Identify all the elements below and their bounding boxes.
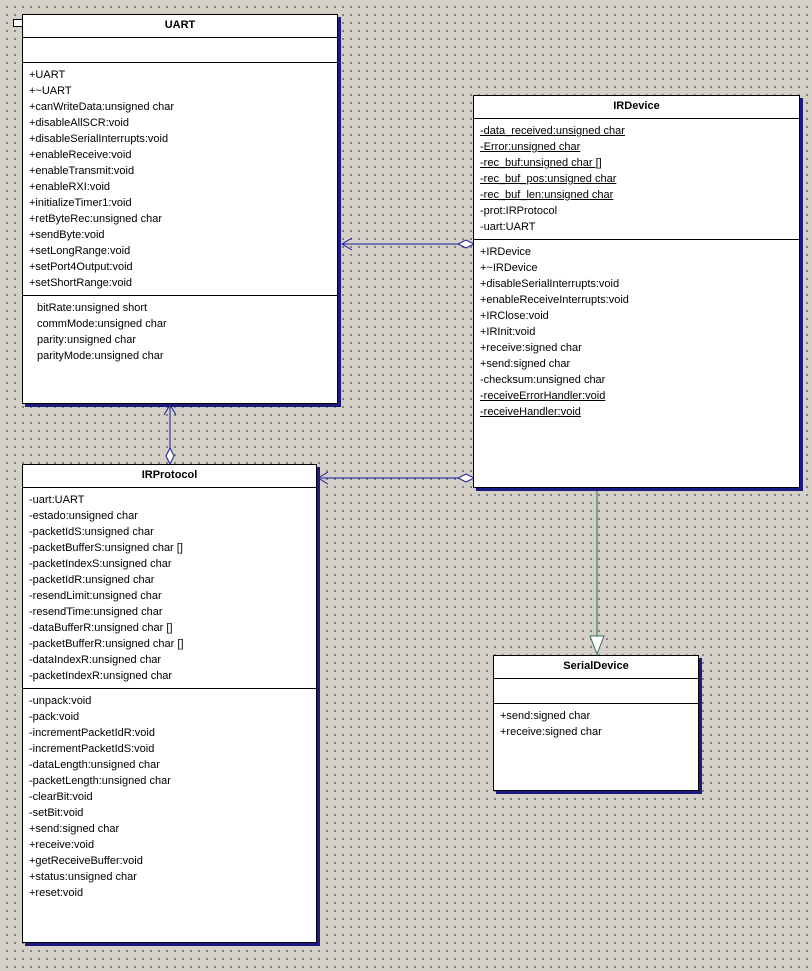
method-row: -unpack:void — [29, 695, 92, 707]
class-irprotocol[interactable]: IRProtocol -uart:UART -estado:unsigned c… — [22, 464, 317, 943]
method-row: +IRClose:void — [480, 310, 549, 322]
class-title: SerialDevice — [494, 656, 698, 679]
method-row: +setPort4Output:void — [29, 261, 133, 273]
method-row: +enableReceive:void — [29, 149, 132, 161]
method-row: -pack:void — [29, 711, 80, 723]
method-row: +send:signed char — [480, 358, 571, 370]
attribute-row: -rec_buf_pos:unsigned char — [480, 173, 617, 185]
attribute-row: -uart:UART — [29, 494, 85, 506]
method-row: +status:unsigned char — [29, 871, 137, 883]
method-row: +initializeTimer1:void — [29, 197, 132, 209]
method-row: +enableTransmit:void — [29, 165, 135, 177]
attribute-row: -uart:UART — [480, 221, 536, 233]
attribute-row: -packetBufferR:unsigned char [] — [29, 638, 184, 650]
method-row: +send:signed char — [29, 823, 120, 835]
method-row: -packetLength:unsigned char — [29, 775, 171, 787]
attribute-row: -resendTime:unsigned char — [29, 606, 163, 618]
attribute-row: -packetBufferS:unsigned char [] — [29, 542, 183, 554]
attribute-row: -rec_buf_len:unsigned char — [480, 189, 614, 201]
method-row: +receive:signed char — [500, 726, 602, 738]
attribute-row: parity:unsigned char — [37, 334, 137, 346]
attributes-compartment: -data_received:unsigned char -Error:unsi… — [474, 119, 799, 240]
method-row: +enableRXI:void — [29, 181, 111, 193]
attributes-compartment: -uart:UART -estado:unsigned char -packet… — [23, 488, 316, 689]
method-row: +sendByte:void — [29, 229, 105, 241]
methods-compartment: +UART +~UART +canWriteData:unsigned char… — [23, 63, 337, 296]
method-row: +retByteRec:unsigned char — [29, 213, 162, 225]
attribute-row: -resendLimit:unsigned char — [29, 590, 162, 602]
attribute-row: -packetIndexR:unsigned char — [29, 670, 173, 682]
method-row: +disableAllSCR:void — [29, 117, 129, 129]
method-row: +~UART — [29, 85, 72, 97]
attribute-row: -prot:IRProtocol — [480, 205, 558, 217]
attribute-row: -data_received:unsigned char — [480, 125, 625, 137]
attribute-row: -packetIdS:unsigned char — [29, 526, 154, 538]
generalization-triangle — [589, 635, 605, 656]
method-row: -clearBit:void — [29, 791, 93, 803]
method-row: +send:signed char — [500, 710, 591, 722]
package-icon — [13, 19, 23, 27]
method-row: +getReceiveBuffer:void — [29, 855, 143, 867]
class-irdevice[interactable]: IRDevice -data_received:unsigned char -E… — [473, 95, 800, 488]
attribute-row: parityMode:unsigned char — [37, 350, 164, 362]
diamond-irdevice-irprotocol — [456, 473, 476, 483]
method-row: -incrementPacketIdS:void — [29, 743, 155, 755]
diamond-irdevice-uart — [456, 239, 476, 249]
class-title: IRDevice — [474, 96, 799, 119]
method-row: -setBit:void — [29, 807, 84, 819]
class-title: UART — [23, 15, 337, 38]
empty-compartment — [23, 38, 337, 63]
attribute-row: -dataBufferR:unsigned char [] — [29, 622, 173, 634]
method-row: -receiveHandler:void — [480, 406, 581, 418]
attribute-row: commMode:unsigned char — [37, 318, 167, 330]
method-row: +setLongRange:void — [29, 245, 131, 257]
method-row: +disableSerialInterrupts:void — [480, 278, 620, 290]
method-row: +IRInit:void — [480, 326, 536, 338]
class-title: IRProtocol — [23, 465, 316, 488]
methods-compartment: +send:signed char +receive:signed char — [494, 704, 698, 744]
attribute-row: -packetIndexS:unsigned char — [29, 558, 172, 570]
class-uart[interactable]: UART +UART +~UART +canWriteData:unsigned… — [13, 14, 338, 404]
method-row: +IRDevice — [480, 246, 532, 258]
attribute-row: -rec_buf:unsigned char [] — [480, 157, 602, 169]
method-row: +enableReceiveInterrupts:void — [480, 294, 629, 306]
attribute-row: bitRate:unsigned short — [37, 302, 148, 314]
methods-compartment: +IRDevice +~IRDevice +disableSerialInter… — [474, 240, 799, 424]
method-row: +disableSerialInterrupts:void — [29, 133, 169, 145]
methods-compartment: -unpack:void -pack:void -incrementPacket… — [23, 689, 316, 905]
diamond-irprotocol-uart — [165, 446, 175, 466]
method-row: +~IRDevice — [480, 262, 538, 274]
method-row: +UART — [29, 69, 66, 81]
attribute-row: -packetIdR:unsigned char — [29, 574, 155, 586]
class-serialdevice[interactable]: SerialDevice +send:signed char +receive:… — [493, 655, 699, 791]
method-row: +receive:void — [29, 839, 95, 851]
arrowhead-uart — [341, 237, 353, 251]
method-row: -checksum:unsigned char — [480, 374, 606, 386]
empty-compartment — [494, 679, 698, 704]
method-row: -receiveErrorHandler:void — [480, 390, 606, 402]
method-row: +reset:void — [29, 887, 84, 899]
attribute-row: -Error:unsigned char — [480, 141, 581, 153]
arrowhead-uart-vertical — [163, 404, 177, 416]
method-row: -incrementPacketIdR:void — [29, 727, 155, 739]
attributes-compartment: bitRate:unsigned short commMode:unsigned… — [23, 296, 337, 368]
method-row: +canWriteData:unsigned char — [29, 101, 175, 113]
arrowhead-irprotocol — [317, 471, 329, 485]
attribute-row: -estado:unsigned char — [29, 510, 138, 522]
attribute-row: -dataIndexR:unsigned char — [29, 654, 162, 666]
method-row: +setShortRange:void — [29, 277, 133, 289]
method-row: -dataLength:unsigned char — [29, 759, 160, 771]
method-row: +receive:signed char — [480, 342, 582, 354]
